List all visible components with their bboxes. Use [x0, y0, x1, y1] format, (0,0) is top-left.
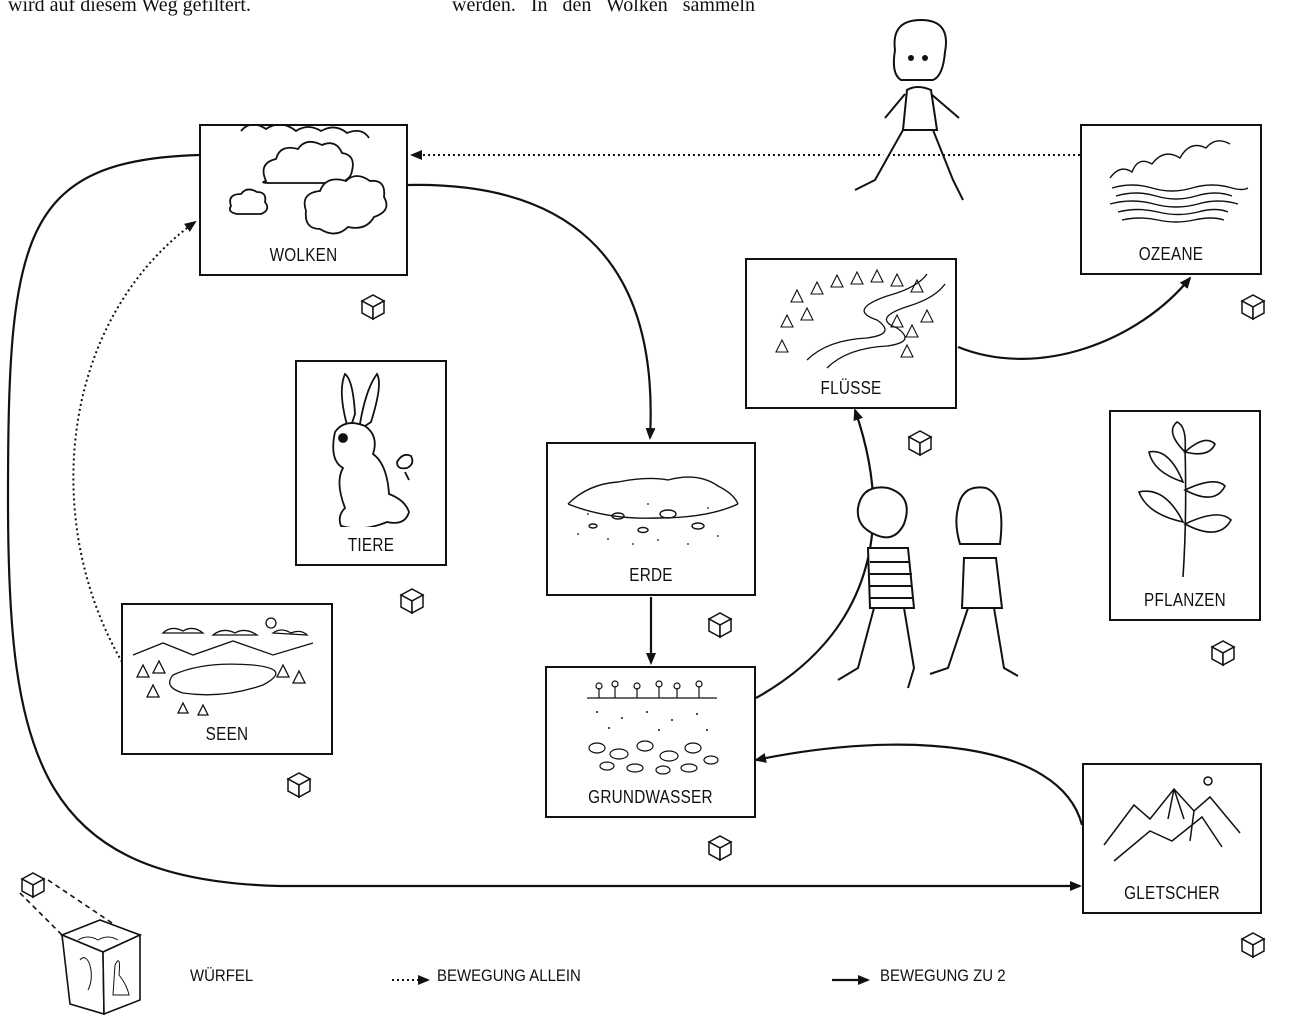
- node-label-tiere: TIERE: [347, 535, 395, 555]
- node-label-seen: SEEN: [205, 724, 249, 744]
- die-icon: [707, 612, 733, 639]
- arrow-seen-wolken: [72, 220, 197, 663]
- node-grundwasser: GRUNDWASSER: [545, 666, 756, 818]
- legend-large-die: [19, 879, 143, 1016]
- node-wolken: WOLKEN: [199, 124, 408, 276]
- die-icon: [907, 430, 933, 457]
- arrow-wolken-erde: [407, 183, 656, 440]
- die-icon: [360, 294, 386, 321]
- die-icon: [1240, 294, 1266, 321]
- clouds-icon: [228, 126, 388, 235]
- arrow-gletscher-grundwasser: [754, 743, 1084, 826]
- node-pflanzen: PFLANZEN: [1109, 410, 1261, 621]
- node-tiere: TIERE: [295, 360, 447, 566]
- node-label-fluesse: FLÜSSE: [820, 378, 882, 398]
- header-text-left: wird auf diesem Weg gefiltert.: [8, 0, 251, 16]
- node-seen: SEEN: [121, 603, 333, 755]
- plant-icon: [1137, 421, 1232, 578]
- node-label-grundwasser: GRUNDWASSER: [588, 787, 713, 807]
- node-ozeane: OZEANE: [1080, 124, 1262, 275]
- legend-small-die-icon: [20, 872, 46, 899]
- node-label-ozeane: OZEANE: [1138, 244, 1204, 264]
- river-icon: [775, 268, 946, 369]
- die-icon: [1240, 932, 1266, 959]
- girl-figure-icon: [854, 18, 964, 201]
- waves-icon: [1109, 140, 1249, 223]
- children-walking-icon: [837, 486, 1019, 689]
- node-gletscher: GLETSCHER: [1082, 763, 1262, 914]
- node-erde: ERDE: [546, 442, 756, 596]
- node-label-wolken: WOLKEN: [269, 245, 338, 265]
- mountains-icon: [1103, 776, 1241, 862]
- die-icon: [399, 588, 425, 615]
- arrow-fluesse-ozeane: [957, 276, 1192, 360]
- soil-icon: [567, 476, 739, 545]
- die-icon: [286, 772, 312, 799]
- die-icon: [1210, 640, 1236, 667]
- groundwater-icon: [587, 680, 719, 775]
- node-label-erde: ERDE: [629, 565, 673, 585]
- arrow-wolken-gletscher: [6, 153, 1082, 891]
- rabbit-icon: [332, 372, 414, 527]
- die-icon: [707, 835, 733, 862]
- lake-icon: [132, 617, 314, 716]
- node-label-pflanzen: PFLANZEN: [1144, 590, 1226, 610]
- legend-zu2-label: BEWEGUNG ZU 2: [880, 966, 1006, 985]
- legend-wuerfel-label: WÜRFEL: [190, 966, 254, 985]
- arrow-grundwasser-fluesse: [755, 408, 875, 699]
- node-label-gletscher: GLETSCHER: [1124, 883, 1220, 903]
- legend-allein-label: BEWEGUNG ALLEIN: [437, 966, 581, 985]
- header-text-middle: werden. In den Wolken sammeln: [452, 0, 755, 16]
- node-fluesse: FLÜSSE: [745, 258, 957, 409]
